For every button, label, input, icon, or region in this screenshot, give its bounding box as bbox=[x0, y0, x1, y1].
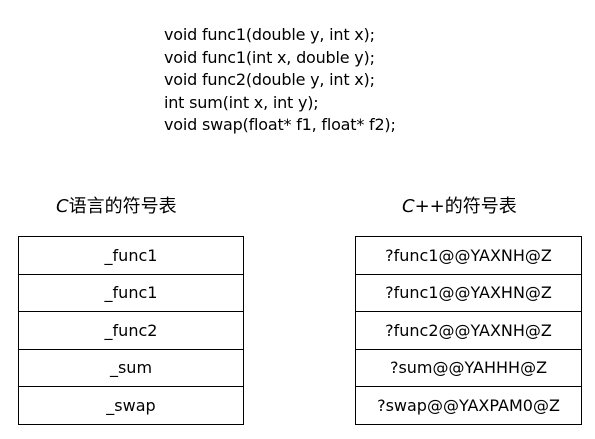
cpp-symbol-row: ?func1@@YAXNH@Z bbox=[356, 237, 581, 275]
cpp-symbol-row: ?func1@@YAXHN@Z bbox=[356, 275, 581, 312]
c-symbol-table-title: C语言的符号表 bbox=[56, 196, 177, 218]
c-symbol-row: _swap bbox=[106, 396, 156, 416]
cpp-symbol-row: ?func2@@YAXNH@Z bbox=[356, 312, 581, 350]
c-symbol-row: _func2 bbox=[19, 312, 243, 350]
c-symbol-row: _func1 bbox=[19, 275, 243, 312]
c-title-suffix: 语言的符号表 bbox=[68, 196, 177, 217]
code-line: void swap(float* f1, float* f2); bbox=[164, 115, 396, 134]
c-symbol-row: _sum bbox=[19, 350, 243, 387]
code-line: void func1(double y, int x); bbox=[164, 25, 375, 44]
cpp-symbol-row: ?swap@@YAXPAM0@Z bbox=[377, 396, 560, 416]
c-symbol-table: _func1 _func1 _func2 _sum _swap bbox=[18, 236, 244, 425]
cpp-symbol-table: ?func1@@YAXNH@Z ?func1@@YAXHN@Z ?func2@@… bbox=[355, 236, 582, 425]
code-line: int sum(int x, int y); bbox=[164, 92, 319, 112]
function-declarations: void func1(double y, int x); void func1(… bbox=[164, 24, 396, 137]
cpp-title-prefix: C++ bbox=[402, 196, 445, 217]
cpp-title-suffix: 的符号表 bbox=[444, 196, 517, 217]
cpp-symbol-row: ?sum@@YAHHH@Z bbox=[356, 350, 581, 387]
c-symbol-row: _func1 bbox=[19, 237, 243, 275]
code-line: void func1(int x, double y); bbox=[164, 47, 375, 67]
c-title-prefix: C bbox=[56, 196, 69, 217]
code-line: void func2(double y, int x); bbox=[164, 70, 375, 89]
cpp-symbol-table-title: C++的符号表 bbox=[402, 196, 517, 218]
